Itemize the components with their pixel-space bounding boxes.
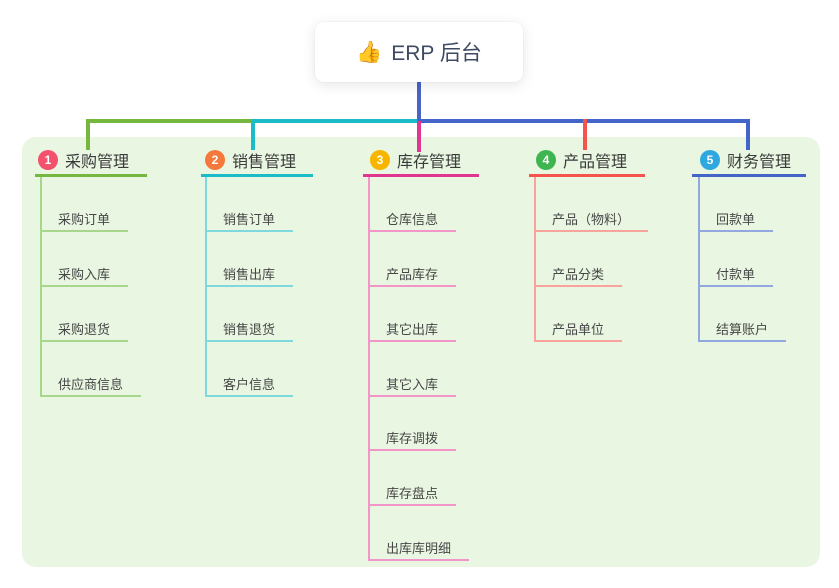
branch-label-purchase[interactable]: 采购管理 <box>65 154 130 171</box>
child-stem-line <box>40 177 42 397</box>
connector-line-purchase <box>86 119 253 123</box>
child-node[interactable]: 库存盘点 <box>386 486 439 501</box>
drop-line-purchase <box>86 119 90 150</box>
branch-underline <box>35 174 147 177</box>
child-underline <box>368 395 456 397</box>
branch-label-inventory[interactable]: 库存管理 <box>397 154 462 171</box>
child-node[interactable]: 库存调拨 <box>386 431 439 446</box>
branch-label-finance[interactable]: 财务管理 <box>727 154 792 171</box>
branch-underline <box>363 174 479 177</box>
child-underline <box>205 340 293 342</box>
child-underline <box>40 230 128 232</box>
child-underline <box>368 285 456 287</box>
child-underline <box>698 285 773 287</box>
child-node[interactable]: 结算账户 <box>716 322 769 337</box>
thumbs-up-icon: 👍 <box>356 40 383 64</box>
child-node[interactable]: 产品库存 <box>386 267 439 282</box>
child-node[interactable]: 供应商信息 <box>58 377 124 392</box>
drop-line-inventory <box>417 121 421 152</box>
child-node[interactable]: 产品单位 <box>552 322 605 337</box>
child-underline <box>698 230 773 232</box>
branch-node-purchase[interactable]: 1 采购管理 <box>38 149 129 171</box>
child-underline <box>368 340 456 342</box>
branch-label-product[interactable]: 产品管理 <box>563 154 628 171</box>
child-node[interactable]: 采购入库 <box>58 267 111 282</box>
child-node[interactable]: 仓库信息 <box>386 212 439 227</box>
child-node[interactable]: 销售出库 <box>223 267 276 282</box>
branch-node-sales[interactable]: 2 销售管理 <box>205 149 296 171</box>
child-underline <box>534 230 648 232</box>
root-node-label: ERP 后台 <box>391 42 482 65</box>
root-stem-line <box>417 82 421 120</box>
child-underline <box>205 230 293 232</box>
drop-line-finance <box>746 119 750 150</box>
child-underline <box>40 395 141 397</box>
child-underline <box>40 285 128 287</box>
branch-label-sales[interactable]: 销售管理 <box>232 154 297 171</box>
drop-line-product <box>583 119 587 150</box>
child-stem-line <box>205 177 207 397</box>
child-node[interactable]: 产品（物料） <box>552 212 631 227</box>
branches-background-panel <box>22 137 820 567</box>
child-node[interactable]: 采购订单 <box>58 212 111 227</box>
branch-underline <box>692 174 806 177</box>
child-underline <box>205 395 293 397</box>
child-underline <box>368 449 456 451</box>
child-node[interactable]: 销售订单 <box>223 212 276 227</box>
child-node[interactable]: 回款单 <box>716 212 756 227</box>
branch-node-product[interactable]: 4 产品管理 <box>536 149 627 171</box>
child-node[interactable]: 采购退货 <box>58 322 111 337</box>
child-node[interactable]: 其它入库 <box>386 377 439 392</box>
child-node[interactable]: 销售退货 <box>223 322 276 337</box>
child-underline <box>368 230 456 232</box>
child-underline <box>698 340 786 342</box>
child-underline <box>368 559 469 561</box>
connector-line-sales <box>251 119 419 123</box>
child-stem-line <box>698 177 700 342</box>
child-underline <box>368 504 456 506</box>
child-underline <box>534 285 622 287</box>
branch-badge-3: 3 <box>370 150 390 170</box>
branch-node-inventory[interactable]: 3 库存管理 <box>370 149 461 171</box>
branch-badge-5: 5 <box>700 150 720 170</box>
child-node[interactable]: 产品分类 <box>552 267 605 282</box>
child-node[interactable]: 出库库明细 <box>386 541 452 556</box>
branch-node-finance[interactable]: 5 财务管理 <box>700 149 791 171</box>
root-node[interactable]: 👍 ERP 后台 <box>315 22 523 82</box>
child-node[interactable]: 客户信息 <box>223 377 276 392</box>
child-underline <box>534 340 622 342</box>
branch-badge-2: 2 <box>205 150 225 170</box>
child-underline <box>205 285 293 287</box>
child-stem-line <box>368 177 370 560</box>
branch-underline <box>529 174 645 177</box>
child-stem-line <box>534 177 536 342</box>
branch-badge-1: 1 <box>38 150 58 170</box>
branch-underline <box>201 174 313 177</box>
branch-badge-4: 4 <box>536 150 556 170</box>
child-node[interactable]: 付款单 <box>716 267 756 282</box>
drop-line-sales <box>251 119 255 150</box>
child-node[interactable]: 其它出库 <box>386 322 439 337</box>
child-underline <box>40 340 128 342</box>
